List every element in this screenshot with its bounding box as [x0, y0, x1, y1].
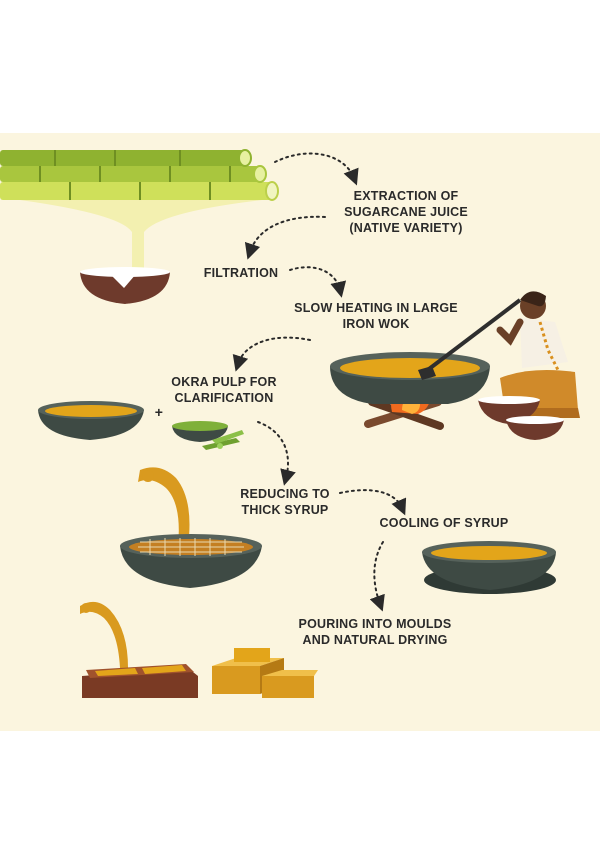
arrow-cooling-to-pouring — [369, 541, 385, 612]
side-clay-bowl-2 — [506, 420, 564, 440]
reducing-wok — [120, 546, 262, 588]
step-heating-label: SLOW HEATING IN LARGE IRON WOK — [294, 301, 458, 331]
pour-splash — [80, 601, 128, 668]
syrup-splash — [138, 467, 190, 546]
arrow-okra-to-reducing — [257, 421, 296, 486]
step-extraction-label: EXTRACTION OF SUGARCANE JUICE (NATIVE VA… — [344, 189, 468, 235]
cooling-wok-scene — [422, 541, 556, 594]
step-pouring-label: POURING INTO MOULDS AND NATURAL DRYING — [298, 617, 452, 647]
heating-wok-scene — [330, 291, 580, 440]
okra-pods — [202, 430, 244, 450]
okra-clarification-scene — [38, 401, 244, 450]
jaggery-blocks — [212, 648, 318, 698]
step-okra-label: OKRA PULP FOR CLARIFICATION — [171, 375, 277, 405]
grid-strainer — [138, 538, 244, 556]
step-reducing-label: REDUCING TO THICK SYRUP — [240, 487, 330, 517]
moulds-scene — [80, 601, 318, 698]
reducing-wok-scene — [120, 467, 262, 588]
arrow-extraction-to-filtration — [244, 215, 326, 260]
stirring-paddle — [423, 298, 522, 374]
flow-arrows — [232, 152, 407, 612]
juice-stream — [20, 200, 262, 272]
arrow-filtration-to-heating — [289, 266, 347, 298]
arrow-juice-to-extraction — [274, 152, 359, 186]
clay-pot — [80, 267, 170, 304]
step-filtration-label: FILTRATION — [203, 266, 279, 280]
arrow-reducing-to-cooling — [339, 489, 407, 516]
step-cooling-label: COOLING OF SYRUP — [379, 516, 509, 530]
plus-sign: + — [154, 404, 164, 420]
sugarcane-stalks — [0, 149, 279, 201]
arrow-heating-to-okra — [232, 336, 311, 372]
